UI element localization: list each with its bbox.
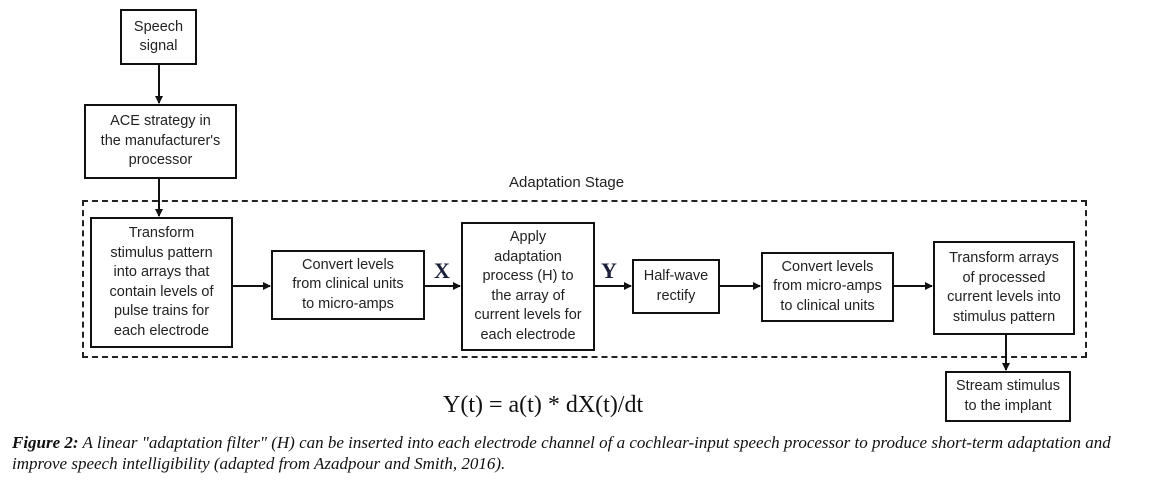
transform-arrays-box: Transform arrays of processed current le… [933, 241, 1075, 335]
adaptation-equation: Y(t) = a(t) * dX(t)/dt [443, 392, 644, 418]
caption-text: A linear "adaptation filter" (H) can be … [12, 433, 1111, 473]
half-wave-rectify-box: Half-wave rectify [632, 259, 720, 314]
ace-strategy-box: ACE strategy in the manufacturer's proce… [84, 104, 237, 179]
adaptation-stage-boundary [82, 200, 1087, 358]
signal-y-label: Y [601, 258, 617, 283]
caption-label: Figure 2: [12, 433, 79, 452]
figure-caption: Figure 2: A linear "adaptation filter" (… [12, 432, 1162, 474]
speech-signal-box: Speech signal [120, 9, 197, 65]
convert-to-clinical-box: Convert levels from micro-amps to clinic… [761, 252, 894, 322]
transform-stimulus-box: Transform stimulus pattern into arrays t… [90, 217, 233, 348]
stream-stimulus-box: Stream stimulus to the implant [945, 371, 1071, 422]
convert-to-microamps-box: Convert levels from clinical units to mi… [271, 250, 425, 320]
adaptation-stage-label: Adaptation Stage [509, 174, 625, 191]
apply-adaptation-box: Apply adaptation process (H) to the arra… [461, 222, 595, 351]
signal-x-label: X [434, 258, 450, 283]
